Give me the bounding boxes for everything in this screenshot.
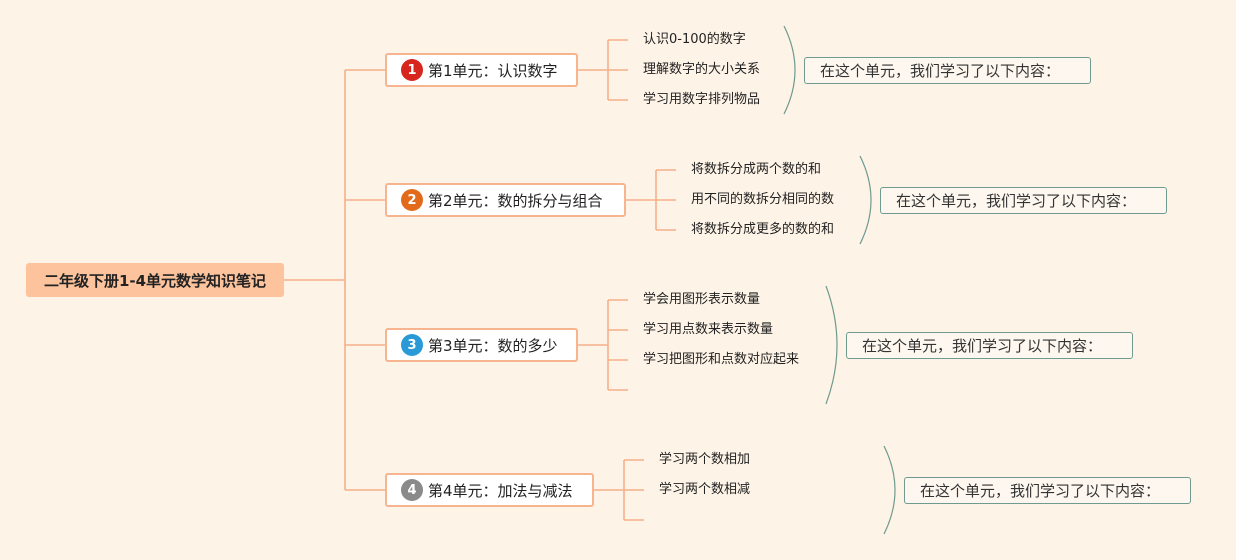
unit-4-summary[interactable]: 在这个单元，我们学习了以下内容： [904,477,1191,504]
unit-1-node[interactable]: 1 第1单元：认识数字 [385,53,578,87]
unit-3-summary-text: 在这个单元，我们学习了以下内容： [862,337,1103,355]
root-title: 二年级下册1-4单元数学知识笔记 [43,271,267,290]
number-1-badge-icon: 1 [401,59,423,81]
number-4-badge-icon: 4 [401,479,423,501]
unit-2-item-2[interactable]: 用不同的数拆分相同的数 [691,192,835,207]
unit-1-item-2[interactable]: 理解数字的大小关系 [643,62,761,77]
root-node[interactable]: 二年级下册1-4单元数学知识笔记 [26,263,284,297]
number-3-badge-icon: 3 [401,334,423,356]
unit-2-node[interactable]: 2 第2单元：数的拆分与组合 [385,183,626,217]
unit-4-title: 第4单元：加法与减法 [428,481,573,500]
unit-4-node[interactable]: 4 第4单元：加法与减法 [385,473,594,507]
number-2-badge-icon: 2 [401,189,423,211]
unit-3-item-1[interactable]: 学会用图形表示数量 [643,292,761,307]
unit-3-item-2[interactable]: 学习用点数来表示数量 [643,322,774,337]
unit-2-summary-text: 在这个单元，我们学习了以下内容： [896,192,1137,210]
unit-3-summary[interactable]: 在这个单元，我们学习了以下内容： [846,332,1133,359]
unit-3-node[interactable]: 3 第3单元：数的多少 [385,328,578,362]
unit-4-item-2[interactable]: 学习两个数相减 [659,482,751,497]
unit-1-item-1[interactable]: 认识0-100的数字 [643,32,746,47]
unit-3-title: 第3单元：数的多少 [428,336,558,355]
unit-2-summary[interactable]: 在这个单元，我们学习了以下内容： [880,187,1167,214]
unit-2-item-3[interactable]: 将数拆分成更多的数的和 [691,222,835,237]
unit-1-title: 第1单元：认识数字 [428,61,558,80]
unit-2-title: 第2单元：数的拆分与组合 [428,191,603,210]
unit-1-summary[interactable]: 在这个单元，我们学习了以下内容： [804,57,1091,84]
unit-1-item-3[interactable]: 学习用数字排列物品 [643,92,761,107]
unit-1-summary-text: 在这个单元，我们学习了以下内容： [820,62,1061,80]
unit-3-item-3[interactable]: 学习把图形和点数对应起来 [643,352,800,367]
unit-4-item-1[interactable]: 学习两个数相加 [659,452,751,467]
unit-2-item-1[interactable]: 将数拆分成两个数的和 [691,162,822,177]
unit-4-summary-text: 在这个单元，我们学习了以下内容： [920,482,1161,500]
